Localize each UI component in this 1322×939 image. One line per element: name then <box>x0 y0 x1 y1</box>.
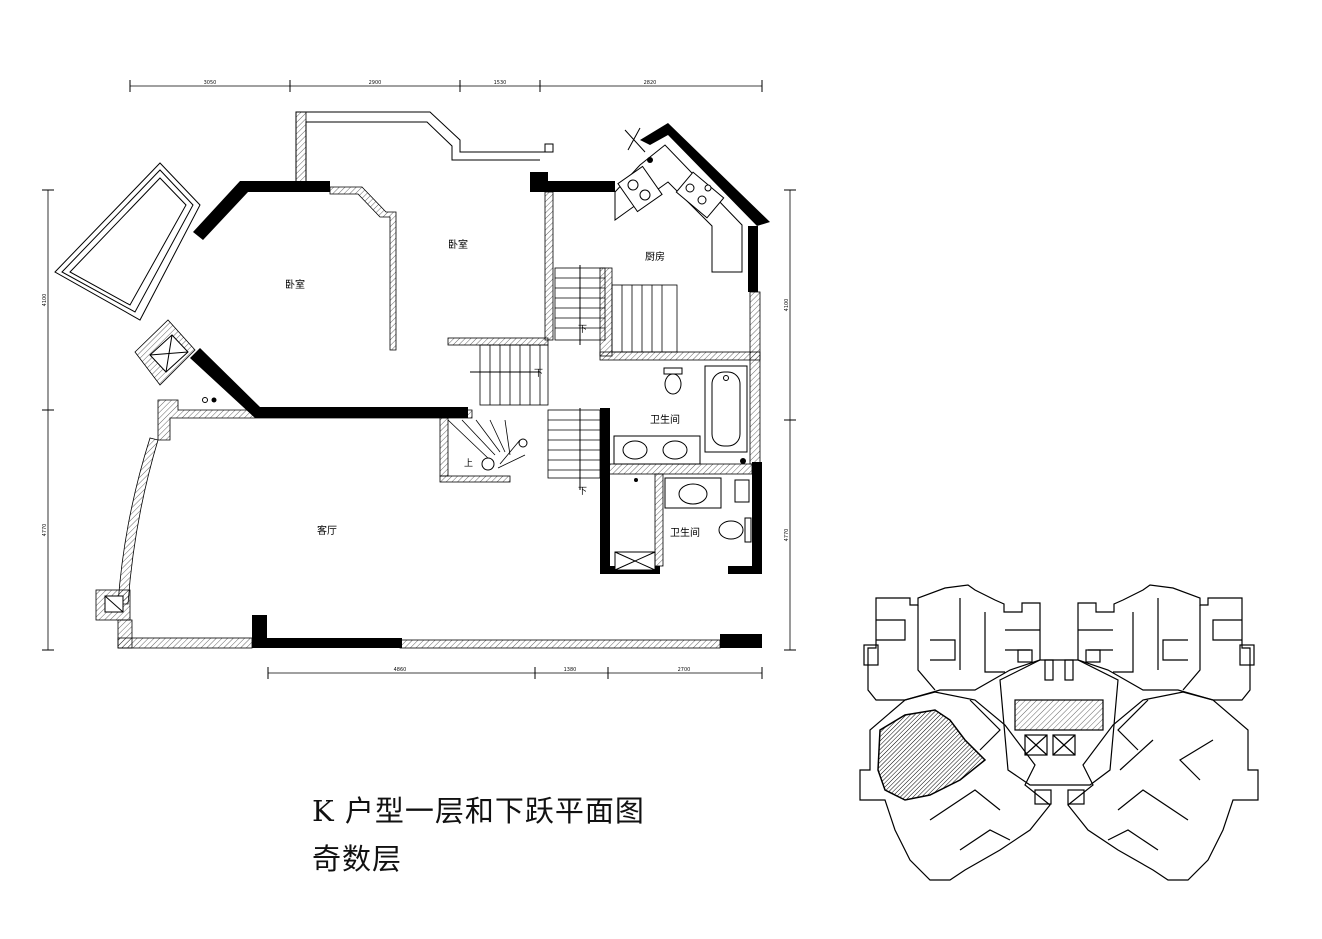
room-label-kitchen: 厨房 <box>645 250 665 263</box>
stair-label-down-2: 下 <box>534 369 543 379</box>
plan-subtitle: 奇数层 <box>312 842 403 876</box>
floor-plan: 上 下 下 下 <box>54 111 770 649</box>
dim-top-2: 2900 <box>369 80 382 86</box>
balcony-left <box>54 162 201 321</box>
dim-top-3: 1530 <box>494 80 507 86</box>
bay-window-top <box>295 111 554 189</box>
dim-top-4: 2820 <box>644 80 657 86</box>
bathroom-lower-fixtures <box>614 477 752 571</box>
bay-window-left <box>134 319 196 386</box>
room-label-living-room: 客厅 <box>317 524 337 537</box>
dimension-bottom: 4860 1380 2700 <box>267 667 763 679</box>
dim-right-2: 4770 <box>784 529 790 542</box>
key-plan-lower-left-wing <box>859 691 1051 881</box>
walls-thin <box>95 186 761 649</box>
dim-bottom-2: 1380 <box>564 667 577 673</box>
dim-top-1: 3050 <box>204 80 217 86</box>
room-label-bathroom-upper: 卫生间 <box>650 413 680 426</box>
plan-title: K 户型一层和下跃平面图 <box>312 794 645 828</box>
kitchen-fixtures <box>614 127 743 273</box>
stair-label-down-1: 下 <box>578 325 587 335</box>
key-plan-left-wing <box>863 584 1041 701</box>
dim-bottom-1: 4860 <box>394 667 407 673</box>
room-label-bathroom-lower: 卫生间 <box>670 526 700 539</box>
key-plan-core <box>999 659 1119 805</box>
room-label-bedroom-center: 卧室 <box>448 238 468 251</box>
bathroom-upper-fixtures <box>613 365 748 465</box>
stair-label-down-3: 下 <box>578 487 587 497</box>
stairs: 上 下 下 下 <box>447 265 678 497</box>
dim-bottom-3: 2700 <box>678 667 691 673</box>
dim-left-2: 4770 <box>42 524 48 537</box>
dim-right-1: 4100 <box>784 299 790 312</box>
dimension-right: 4100 4770 <box>784 189 796 651</box>
dim-left-1: 4100 <box>42 294 48 307</box>
bay-lower-left <box>104 397 217 613</box>
key-plan-lower-right-wing <box>1067 691 1259 881</box>
stair-label-up: 上 <box>464 458 473 469</box>
dimension-left: 4100 4770 <box>42 189 54 651</box>
room-label-bedroom-left: 卧室 <box>285 278 305 291</box>
key-plan <box>859 584 1259 881</box>
key-plan-right-wing <box>1077 584 1255 701</box>
dimension-top: 3050 2900 1530 2820 <box>129 80 763 92</box>
